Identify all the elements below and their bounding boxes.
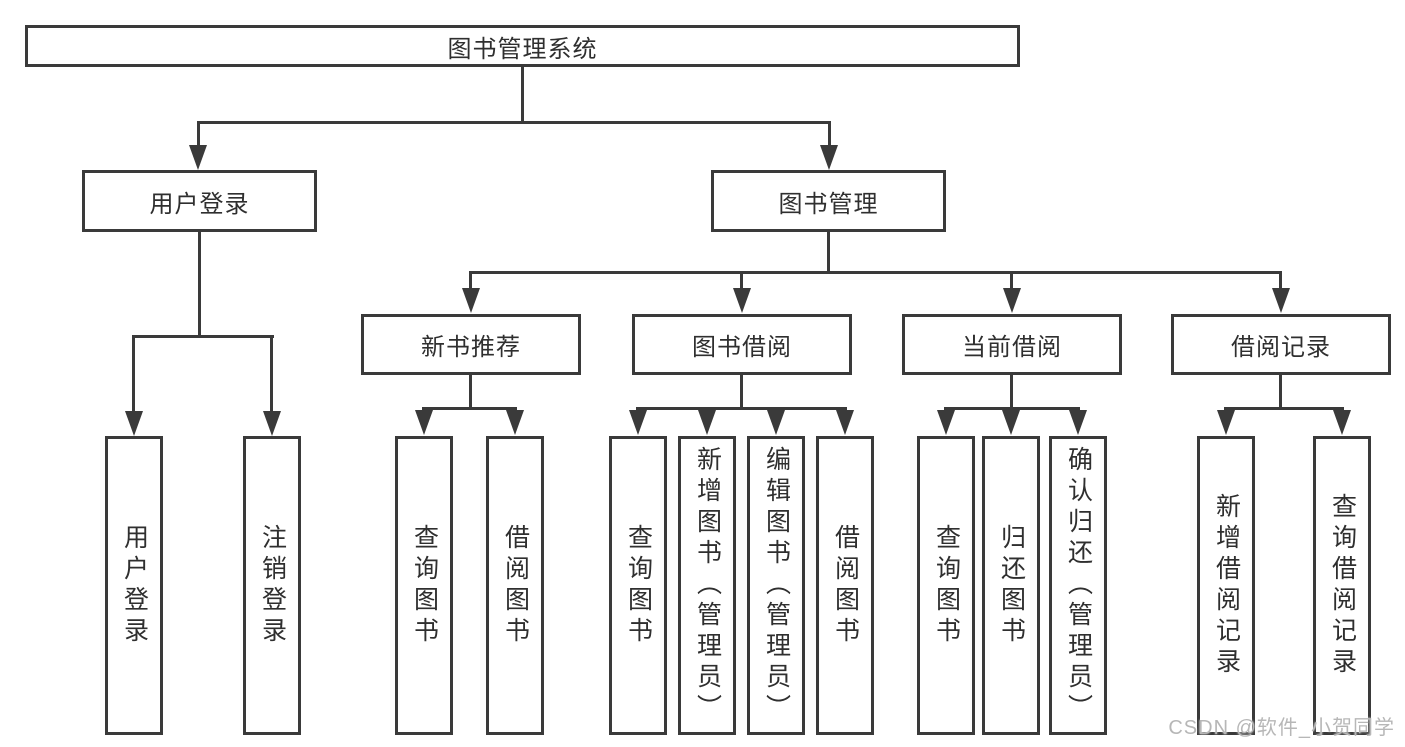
connector-line-vertical bbox=[828, 121, 831, 147]
node-borrow-record: 借阅记录 bbox=[1171, 314, 1391, 375]
leaf-borrow-book: 借阅图书 bbox=[486, 436, 544, 735]
leaf-return-book: 归还图书 bbox=[982, 436, 1040, 735]
leaf-confirm-return-admin: 确认归还（管理员） bbox=[1049, 436, 1107, 735]
leaf-label: 查询借阅记录 bbox=[1328, 492, 1357, 679]
arrowhead-down-icon bbox=[415, 410, 433, 435]
node-label: 当前借阅 bbox=[962, 334, 1062, 361]
leaf-label: 归还图书 bbox=[997, 523, 1026, 648]
leaf-edit-book-admin: 编辑图书（管理员） bbox=[747, 436, 805, 735]
arrowhead-down-icon bbox=[506, 410, 524, 435]
node-label: 新书推荐 bbox=[421, 334, 521, 361]
arrowhead-down-icon bbox=[1217, 410, 1235, 435]
node-book-management: 图书管理 bbox=[711, 170, 946, 232]
arrowhead-down-icon bbox=[1002, 410, 1020, 435]
leaf-user-login: 用户登录 bbox=[105, 436, 163, 735]
arrowhead-down-icon bbox=[1003, 288, 1021, 313]
node-user-login: 用户登录 bbox=[82, 170, 317, 232]
arrowhead-down-icon bbox=[125, 411, 143, 436]
connector-line-vertical bbox=[270, 335, 273, 412]
connector-line-horizontal bbox=[1224, 407, 1344, 410]
leaf-label: 借阅图书 bbox=[831, 523, 860, 648]
node-label: 图书管理系统 bbox=[447, 35, 598, 63]
node-library-system: 图书管理系统 bbox=[25, 25, 1020, 67]
leaf-label: 编辑图书（管理员） bbox=[762, 446, 791, 725]
leaf-label: 新增借阅记录 bbox=[1212, 492, 1241, 679]
leaf-label: 用户登录 bbox=[120, 523, 149, 648]
node-label: 图书借阅 bbox=[692, 334, 792, 361]
connector-line-vertical bbox=[469, 271, 472, 290]
connector-line-horizontal bbox=[422, 407, 517, 410]
leaf-label: 查询图书 bbox=[410, 523, 439, 648]
connector-line-horizontal bbox=[197, 121, 831, 124]
watermark: CSDN @软件_小贺同学 bbox=[1168, 717, 1395, 739]
leaf-label: 借阅图书 bbox=[501, 523, 530, 648]
node-current-borrow: 当前借阅 bbox=[902, 314, 1122, 375]
connector-line-vertical bbox=[197, 121, 200, 147]
leaf-label: 查询图书 bbox=[624, 523, 653, 648]
connector-line-vertical bbox=[827, 232, 830, 274]
leaf-query-book: 查询图书 bbox=[395, 436, 453, 735]
arrowhead-down-icon bbox=[937, 410, 955, 435]
arrowhead-down-icon bbox=[820, 145, 838, 170]
arrowhead-down-icon bbox=[733, 288, 751, 313]
node-label: 图书管理 bbox=[778, 190, 879, 218]
connector-line-vertical bbox=[198, 232, 201, 338]
connector-line-vertical bbox=[469, 373, 472, 409]
node-label: 用户登录 bbox=[149, 190, 250, 218]
connector-line-vertical bbox=[1279, 373, 1282, 409]
node-new-book-recommend: 新书推荐 bbox=[361, 314, 581, 375]
arrowhead-down-icon bbox=[629, 410, 647, 435]
connector-line-horizontal bbox=[132, 335, 274, 338]
connector-line-vertical bbox=[1279, 271, 1282, 290]
leaf-query-book: 查询图书 bbox=[609, 436, 667, 735]
connector-line-horizontal bbox=[636, 407, 847, 410]
arrowhead-down-icon bbox=[1333, 410, 1351, 435]
node-book-borrow: 图书借阅 bbox=[632, 314, 852, 375]
arrowhead-down-icon bbox=[263, 411, 281, 436]
connector-line-horizontal bbox=[944, 407, 1080, 410]
connector-line-vertical bbox=[740, 373, 743, 409]
connector-line-vertical bbox=[521, 66, 524, 123]
arrowhead-down-icon bbox=[698, 410, 716, 435]
connector-line-vertical bbox=[1010, 373, 1013, 409]
connector-line-vertical bbox=[740, 271, 743, 290]
leaf-label: 确认归还（管理员） bbox=[1064, 446, 1093, 725]
arrowhead-down-icon bbox=[1069, 410, 1087, 435]
leaf-query-borrow-record: 查询借阅记录 bbox=[1313, 436, 1371, 735]
arrowhead-down-icon bbox=[462, 288, 480, 313]
connector-line-horizontal bbox=[469, 271, 1282, 274]
leaf-borrow-book: 借阅图书 bbox=[816, 436, 874, 735]
leaf-label: 注销登录 bbox=[258, 523, 287, 648]
leaf-query-book: 查询图书 bbox=[917, 436, 975, 735]
arrowhead-down-icon bbox=[836, 410, 854, 435]
arrowhead-down-icon bbox=[1272, 288, 1290, 313]
arrowhead-down-icon bbox=[189, 145, 207, 170]
leaf-logout: 注销登录 bbox=[243, 436, 301, 735]
connector-line-vertical bbox=[1010, 271, 1013, 290]
connector-line-vertical bbox=[132, 335, 135, 412]
leaf-add-borrow-record: 新增借阅记录 bbox=[1197, 436, 1255, 735]
leaf-label: 查询图书 bbox=[932, 523, 961, 648]
leaf-add-book-admin: 新增图书（管理员） bbox=[678, 436, 736, 735]
node-label: 借阅记录 bbox=[1231, 334, 1331, 361]
leaf-label: 新增图书（管理员） bbox=[693, 446, 722, 725]
arrowhead-down-icon bbox=[767, 410, 785, 435]
